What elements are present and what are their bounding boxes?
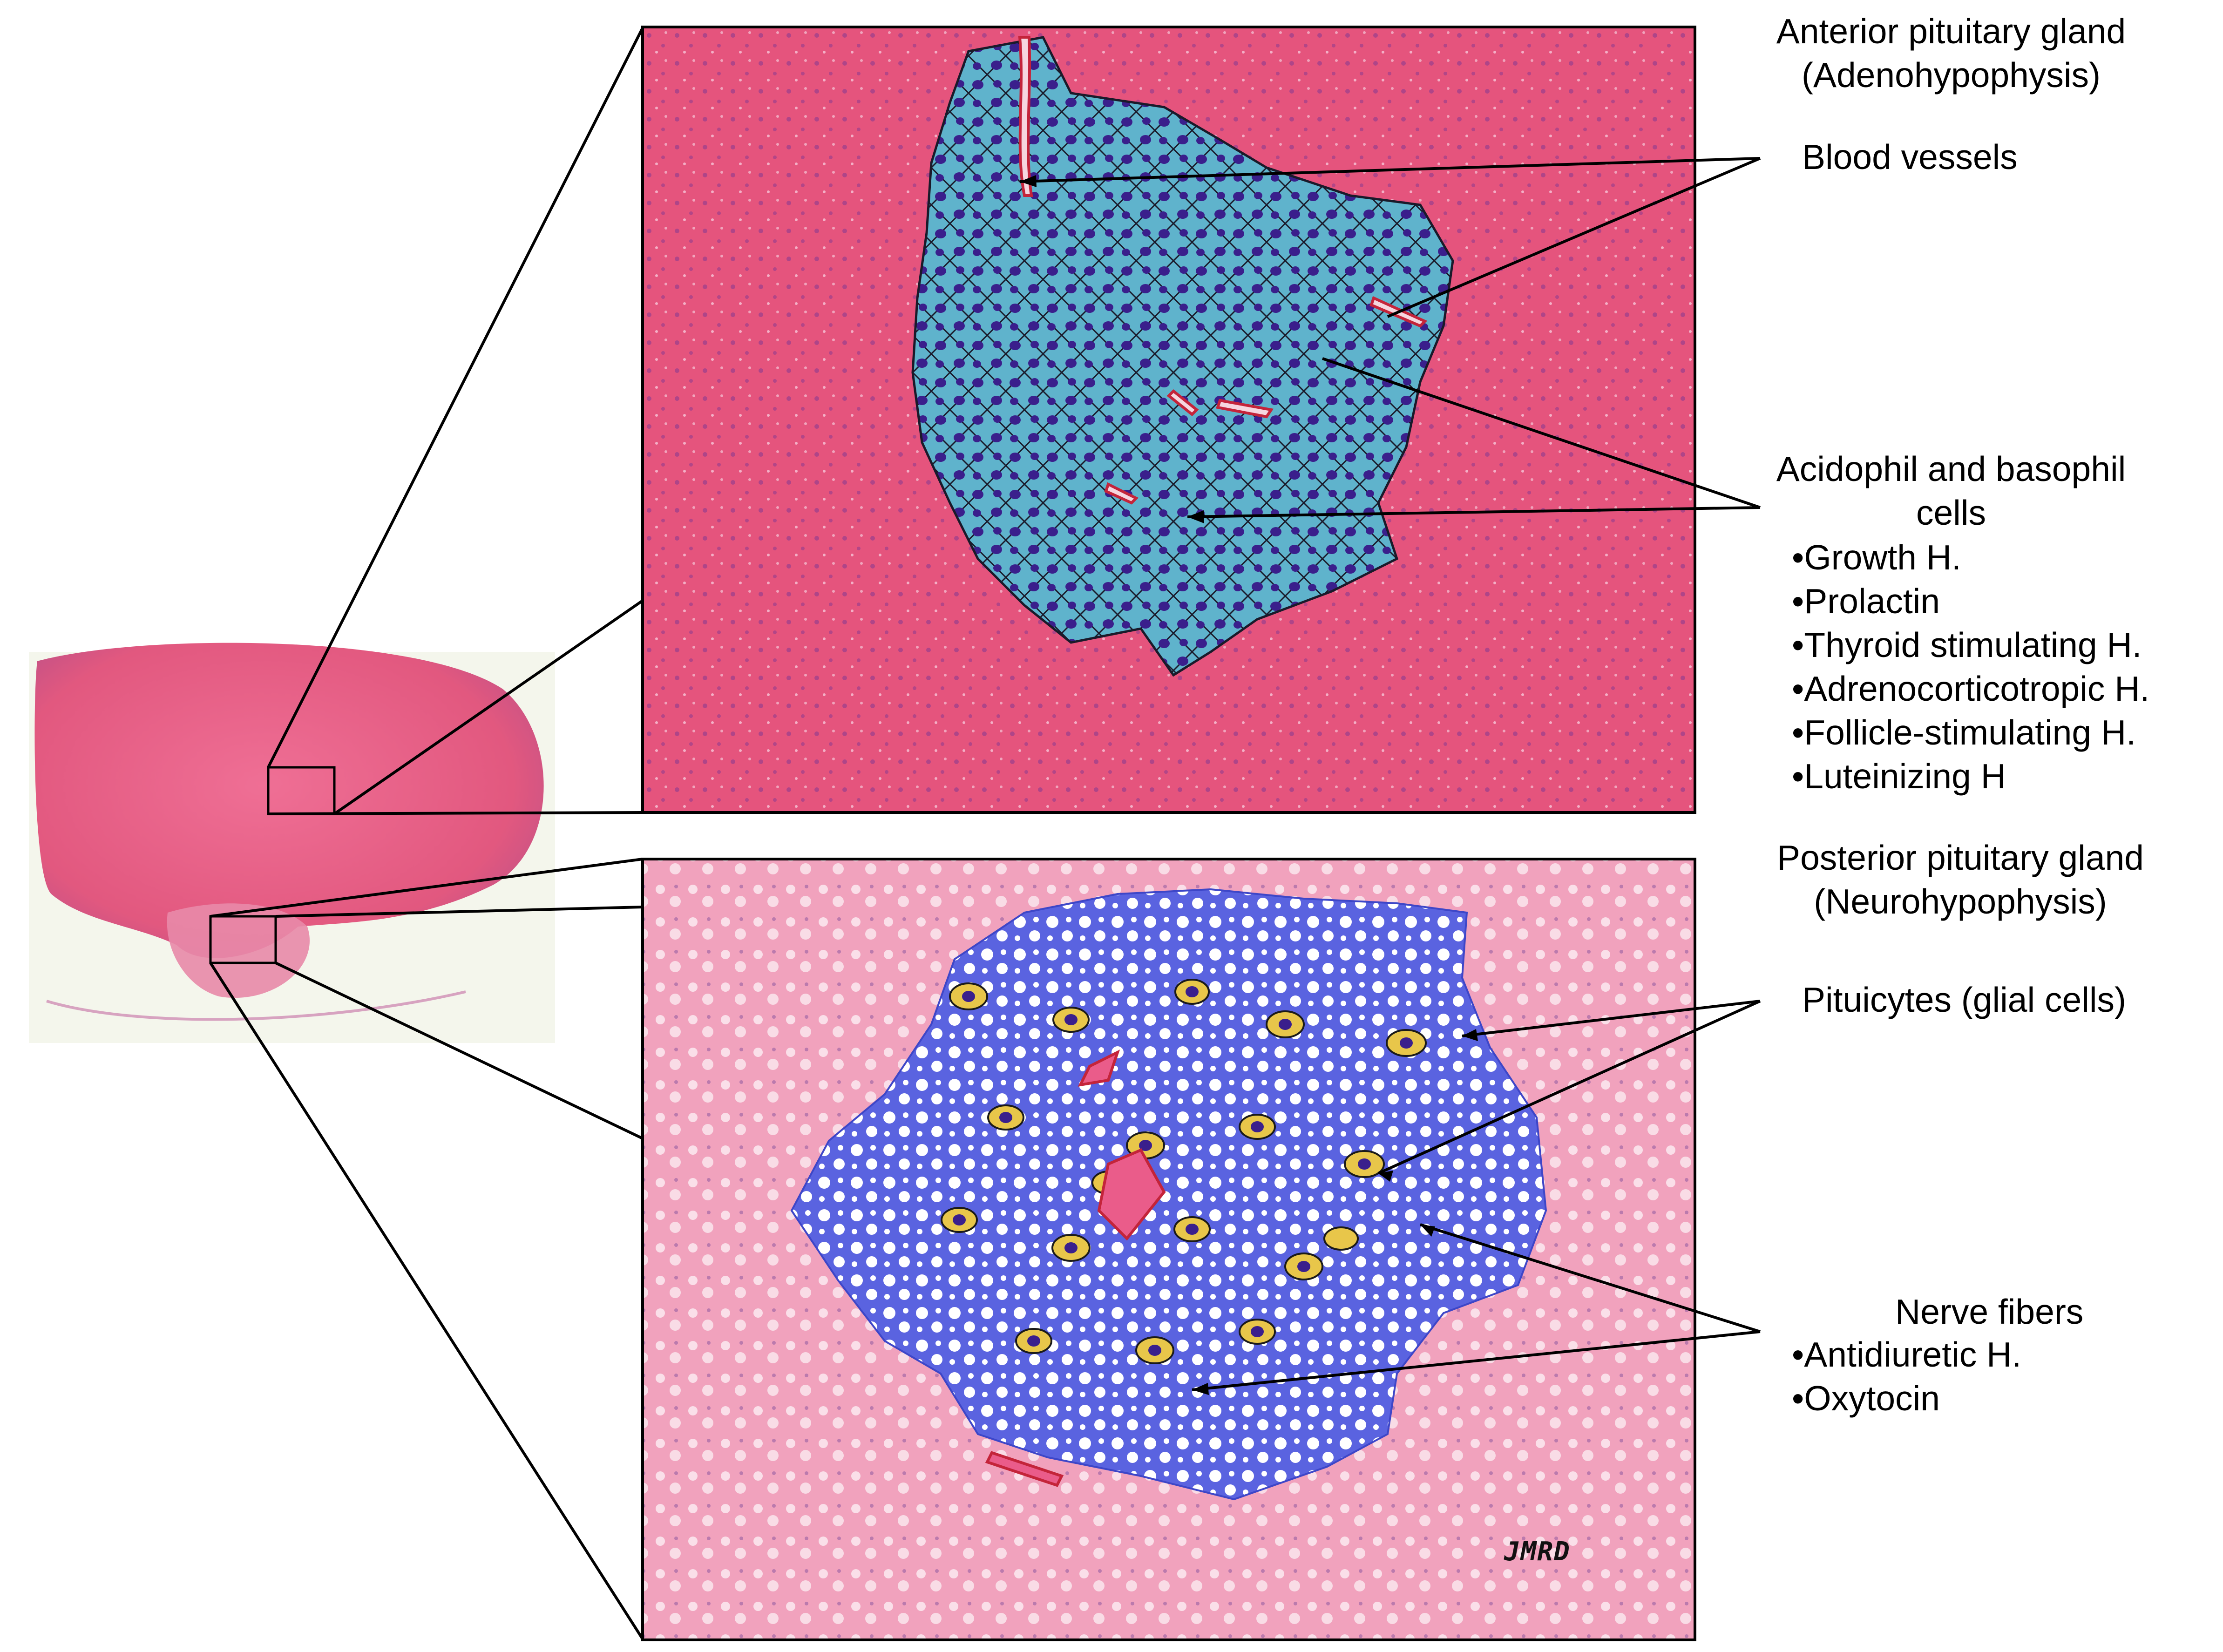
hormone-item: •Follicle-stimulating H. [1792, 713, 2136, 752]
anterior-heading: Anterior pituitary gland (Adenohypophysi… [1742, 9, 2161, 97]
posterior-heading: Posterior pituitary gland (Neurohypophys… [1755, 836, 2165, 923]
hormone-item: •Growth H. [1792, 538, 1961, 577]
artist-signature: JMRD [1504, 1537, 1571, 1567]
posterior-heading-line2: (Neurohypophysis) [1814, 882, 2107, 921]
anterior-hormone-list: •Growth H. •Prolactin •Thyroid stimulati… [1792, 535, 2149, 798]
posterior-blood-vessel [985, 1049, 1166, 1487]
pituicyte-nuclei [953, 986, 1413, 1356]
cells-label-line2: cells [1916, 493, 1986, 532]
nerve-fibers-label: Nerve fibers [1895, 1292, 2084, 1331]
hormone-item: •Adrenocorticotropic H. [1792, 669, 2150, 708]
acidophil-basophil-label: Acidophil and basophil cells [1760, 447, 2142, 535]
hormone-item: •Antidiuretic H. [1792, 1335, 2022, 1374]
posterior-hormone-list: •Antidiuretic H. •Oxytocin [1792, 1333, 2021, 1420]
pointer-arrowheads [1020, 175, 1478, 1395]
anterior-heading-line2: (Adenohypophysis) [1801, 55, 2101, 95]
posterior-heading-line1: Posterior pituitary gland [1777, 838, 2144, 877]
pointer-lines [1019, 157, 1761, 1391]
hormone-item: •Thyroid stimulating H. [1792, 625, 2142, 664]
posterior-micrograph [641, 858, 1696, 1641]
hormone-item: •Oxytocin [1792, 1379, 1940, 1418]
gland-thumbnail [29, 643, 555, 1043]
pituicytes-label: Pituicytes (glial cells) [1802, 980, 2127, 1019]
blood-vessels-label: Blood vessels [1802, 137, 2018, 176]
anterior-micrograph [641, 26, 1696, 814]
anterior-heading-line1: Anterior pituitary gland [1776, 12, 2126, 51]
nerve-fiber-network [790, 888, 1547, 1501]
hormone-item: •Luteinizing H [1792, 757, 2006, 796]
zoom-lines [209, 27, 644, 1640]
cells-label-line1: Acidophil and basophil [1776, 449, 2126, 488]
posterior-selection-box [209, 915, 277, 964]
hormone-item: •Prolactin [1792, 582, 1940, 621]
